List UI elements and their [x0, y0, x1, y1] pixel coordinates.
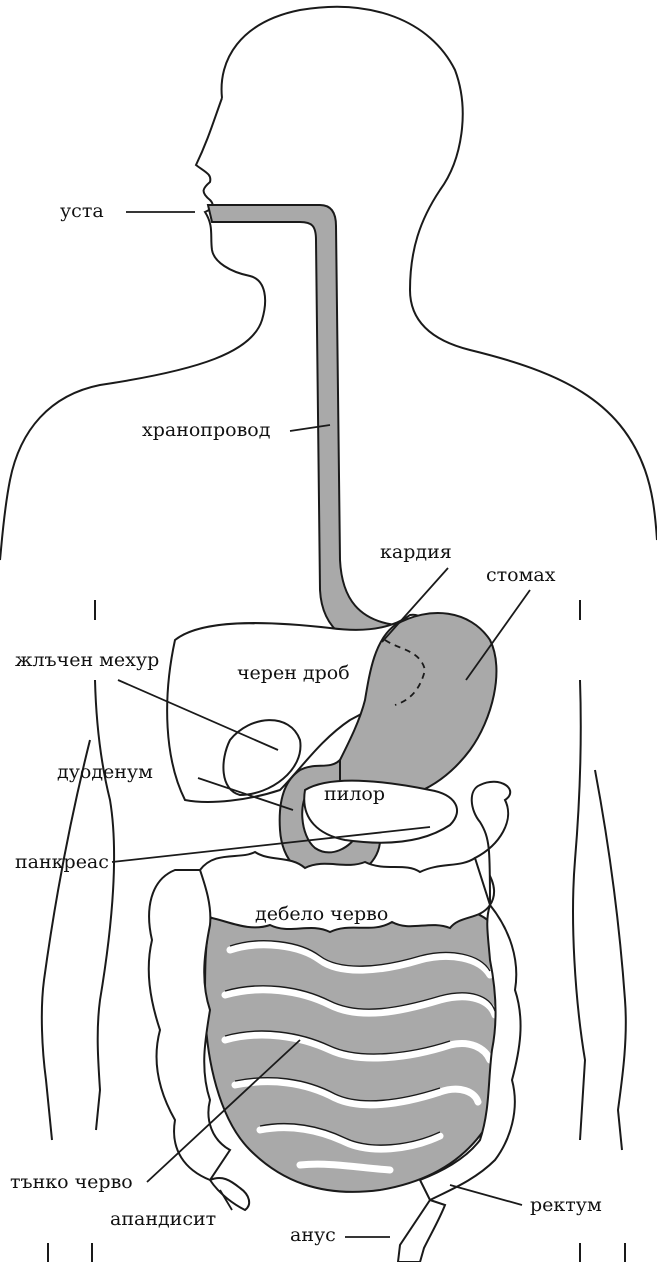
label-rectum: ректум	[530, 1196, 602, 1215]
label-gallbladder: жлъчен мехур	[15, 651, 159, 670]
label-cardia: кардия	[380, 543, 452, 562]
label-anus: анус	[290, 1226, 336, 1245]
label-pylorus: пилор	[324, 785, 385, 804]
label-pancreas: панкреас	[15, 853, 109, 872]
small-intestine-shape	[205, 886, 516, 1192]
label-large-intestine: дебело черво	[255, 905, 388, 924]
label-appendix: апандисит	[110, 1210, 216, 1229]
label-duodenum: дуоденум	[57, 763, 153, 782]
label-liver: черен дроб	[237, 664, 350, 683]
label-mouth: уста	[60, 202, 104, 221]
label-stomach: стомах	[486, 566, 555, 585]
label-esophagus: хранопровод	[142, 421, 270, 440]
label-small-intestine: тънко черво	[10, 1173, 133, 1192]
